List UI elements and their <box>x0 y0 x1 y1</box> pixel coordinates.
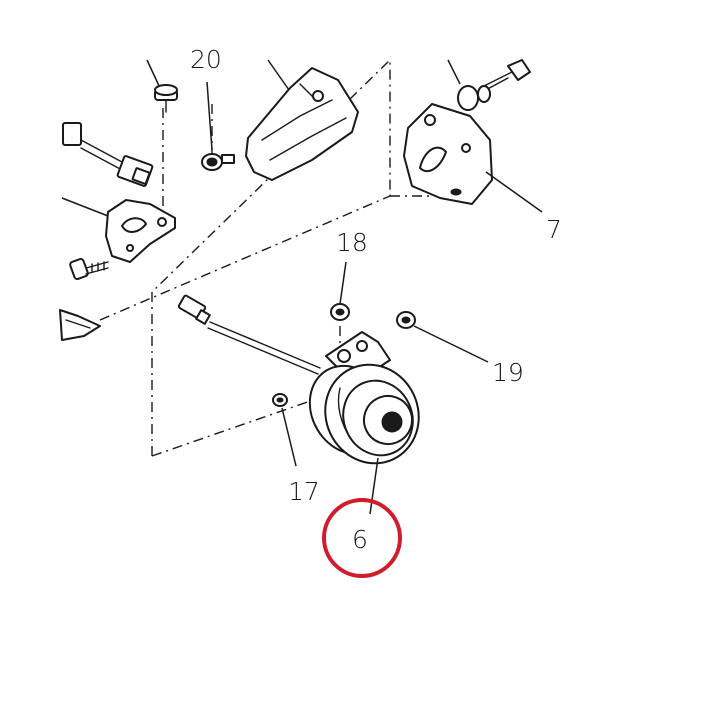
bolt-left <box>69 257 109 281</box>
washer-17 <box>272 393 297 467</box>
fog-lamp-assembly <box>308 331 420 515</box>
callout-6-group: 6 <box>322 498 402 578</box>
grommet-20 <box>201 81 235 171</box>
lamp-wire-connector <box>177 294 321 375</box>
bracket-right <box>403 103 543 213</box>
wire-connector-left <box>62 122 154 187</box>
callout-17: 17 <box>288 477 320 506</box>
bolt-top-right <box>447 59 531 111</box>
callout-7: 7 <box>546 215 562 244</box>
callout-18: 18 <box>336 228 368 257</box>
headlight-housing-shell <box>245 59 359 181</box>
highlight-circle <box>322 498 402 578</box>
callout-19: 19 <box>492 358 524 387</box>
bracket-left <box>61 197 176 263</box>
callout-6: 6 <box>352 525 368 554</box>
washer-19 <box>396 311 489 363</box>
screw-top-left <box>146 59 178 113</box>
washer-18 <box>330 261 350 321</box>
partial-part-left-edge <box>59 309 101 341</box>
callout-20: 20 <box>190 45 222 74</box>
